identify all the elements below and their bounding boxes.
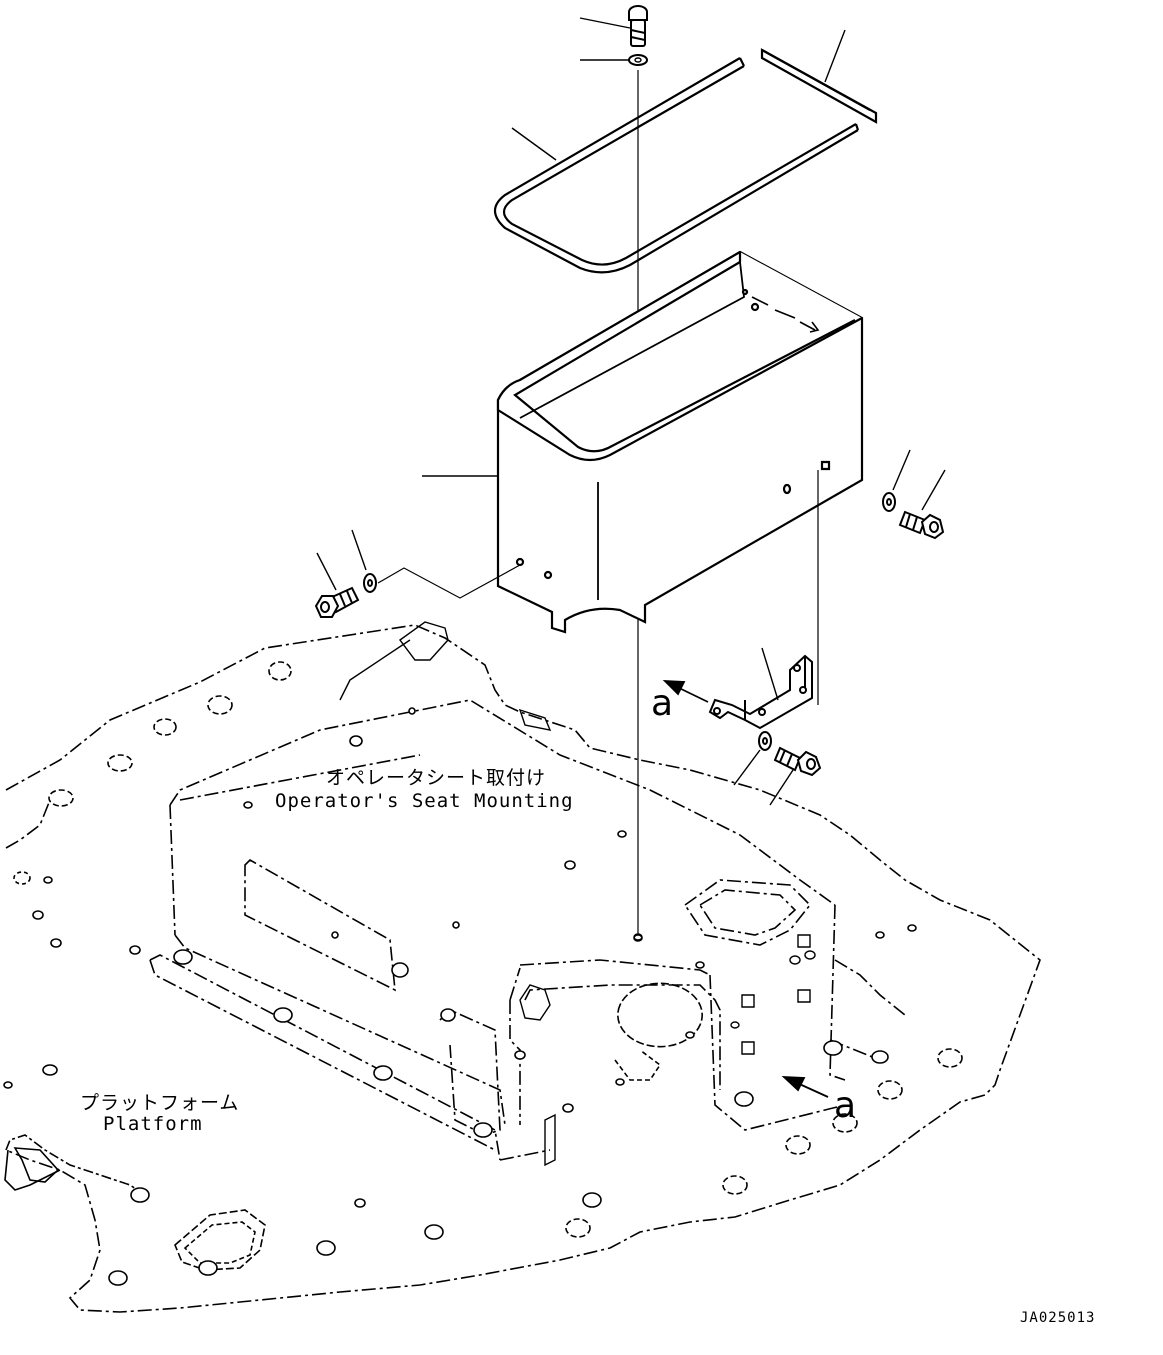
view-reference-lower: a	[834, 1085, 857, 1126]
seat-mounting-label-en: Operator's Seat Mounting	[275, 790, 574, 812]
platform-outline	[6, 625, 1040, 1312]
lid-seal	[495, 58, 858, 272]
top-washer	[629, 55, 647, 65]
view-reference-upper: a	[651, 683, 674, 724]
seal-strip	[762, 50, 876, 122]
seat-base-bolts	[109, 708, 888, 1285]
bracket-bolt	[775, 748, 820, 775]
seat-mounting-label-jp: オペレータシート取付け	[326, 767, 547, 789]
storage-box	[498, 252, 862, 632]
right-washer	[883, 493, 895, 511]
top-bolt	[629, 6, 647, 46]
bracket-washer	[759, 732, 771, 750]
view-arrow-lower	[784, 1077, 828, 1097]
view-arrow-upper	[665, 681, 708, 702]
leader-lines	[317, 18, 945, 805]
right-bolt	[900, 512, 943, 538]
left-washer	[364, 574, 376, 592]
platform-label-en: Platform	[103, 1113, 203, 1135]
seat-side-holes	[340, 622, 815, 1165]
seat-base-frame	[150, 700, 905, 1160]
mounting-bracket	[710, 656, 812, 728]
platform-label-jp: プラットフォーム	[80, 1092, 240, 1114]
box-inner-dashes	[752, 297, 818, 332]
drawing-code: JA025013	[1020, 1310, 1096, 1326]
left-bolt	[316, 588, 358, 617]
platform-holes	[4, 662, 962, 1237]
